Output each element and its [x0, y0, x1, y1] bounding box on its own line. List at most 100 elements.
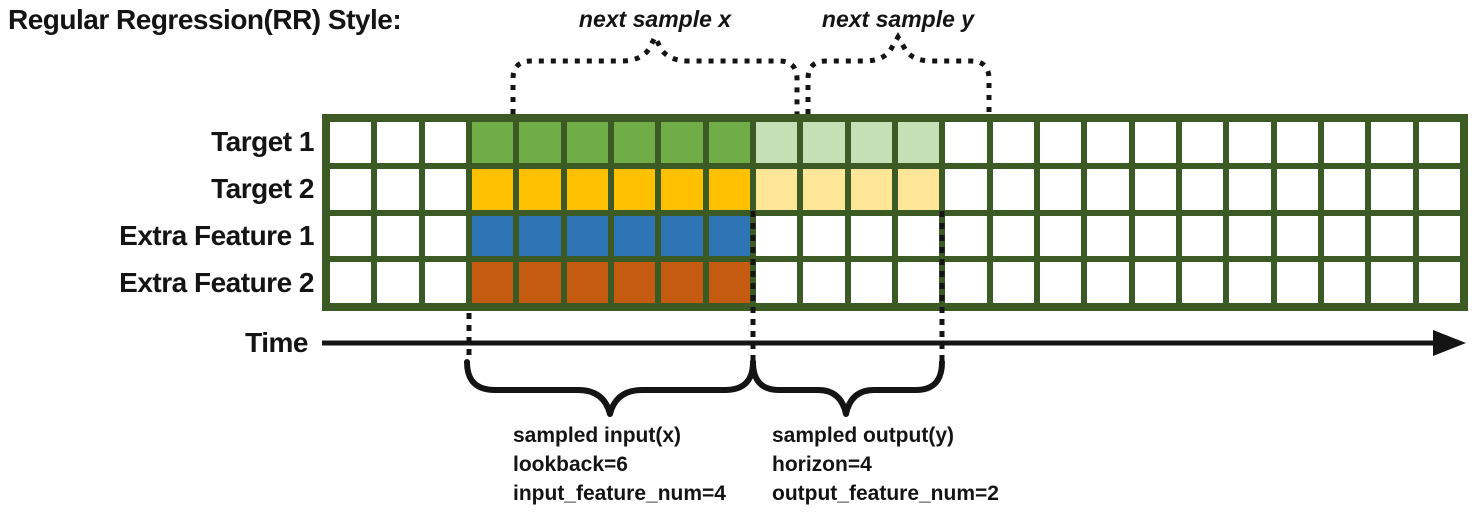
grid-cell	[424, 168, 466, 210]
grid-cell	[945, 262, 987, 303]
grid-cell	[424, 262, 466, 303]
grid-cell	[1134, 262, 1176, 303]
grid-cell	[1134, 122, 1176, 163]
input-feature-num-value: input_feature_num=4	[513, 482, 726, 505]
grid-cell	[803, 262, 845, 303]
grid-cell	[661, 122, 703, 163]
grid-cell	[1371, 122, 1413, 163]
grid-cell	[850, 262, 892, 303]
grid-cell	[1087, 168, 1129, 210]
grid-cell	[519, 215, 561, 257]
grid-cell	[471, 168, 514, 210]
sampled-output-title: sampled output(y)	[772, 424, 954, 447]
grid-cell	[471, 122, 514, 163]
row-label-extra-feature-2: Extra Feature 2	[119, 267, 314, 298]
next-sample-y-brace	[805, 32, 992, 114]
grid-cell	[1087, 215, 1129, 257]
grid-cell	[1039, 168, 1082, 210]
grid-cell	[424, 215, 466, 257]
row-label-extra-feature-1: Extra Feature 1	[119, 220, 314, 251]
grid-cell	[992, 262, 1034, 303]
grid-cell	[1087, 122, 1129, 163]
grid-cell	[661, 262, 703, 303]
row-label-target-2: Target 2	[211, 173, 314, 204]
grid-cell	[992, 215, 1034, 257]
grid-cell	[897, 168, 940, 210]
grid-cell	[803, 215, 845, 257]
lookback-value: lookback=6	[513, 453, 628, 476]
grid-cell	[377, 122, 419, 163]
grid-cell	[897, 215, 940, 257]
grid-cell	[850, 122, 892, 163]
grid-cell	[1276, 215, 1318, 257]
grid-cell	[1323, 262, 1366, 303]
grid-cell	[850, 215, 892, 257]
grid-cell	[377, 215, 419, 257]
grid-cell	[1229, 168, 1271, 210]
grid-cell	[1181, 215, 1224, 257]
grid-cell	[897, 122, 940, 163]
grid-cell	[1181, 262, 1224, 303]
grid-cell	[1181, 168, 1224, 210]
sampled-input-title: sampled input(x)	[513, 424, 682, 447]
grid-cell	[566, 262, 608, 303]
grid-cell	[566, 215, 608, 257]
grid-cell	[1276, 168, 1318, 210]
grid-cell	[1418, 215, 1460, 257]
sampled-output-annotation: sampled output(y) horizon=4 output_featu…	[772, 421, 999, 508]
grid-cell	[1229, 122, 1271, 163]
grid-cell	[1181, 122, 1224, 163]
grid-cell	[1039, 215, 1082, 257]
grid-cell	[708, 262, 750, 303]
grid-cell	[377, 262, 419, 303]
time-label: Time	[245, 327, 308, 358]
grid-cell	[897, 262, 940, 303]
grid-cell	[708, 168, 750, 210]
grid-cell	[330, 122, 372, 163]
grid-cell	[1418, 168, 1460, 210]
diagram-title: Regular Regression(RR) Style:	[8, 4, 402, 35]
output-feature-num-value: output_feature_num=2	[772, 482, 999, 505]
grid-cell	[755, 168, 798, 210]
grid-cell	[566, 122, 608, 163]
grid-cell	[471, 262, 514, 303]
grid-cell	[613, 122, 656, 163]
grid-cell	[1323, 122, 1366, 163]
sampled-input-brace	[464, 359, 756, 417]
grid-cell	[708, 215, 750, 257]
grid-cell	[566, 168, 608, 210]
grid-cell	[613, 168, 656, 210]
grid-cell	[1371, 215, 1413, 257]
horizon-value: horizon=4	[772, 453, 872, 476]
grid-cell	[377, 168, 419, 210]
grid-cell	[1418, 122, 1460, 163]
grid-cell	[613, 215, 656, 257]
grid-cell	[471, 215, 514, 257]
row-label-target-1: Target 1	[211, 126, 314, 157]
grid-cell	[1323, 215, 1366, 257]
grid-cell	[519, 262, 561, 303]
grid-cell	[661, 168, 703, 210]
grid-cell	[1418, 262, 1460, 303]
grid-cell	[330, 262, 372, 303]
sampled-input-annotation: sampled input(x) lookback=6 input_featur…	[513, 421, 726, 508]
grid-cell	[1371, 168, 1413, 210]
grid-cell	[755, 215, 798, 257]
grid-cell	[1134, 215, 1176, 257]
time-axis-arrowhead	[1433, 330, 1466, 356]
grid-cell	[1039, 122, 1082, 163]
grid-cell	[1039, 262, 1082, 303]
grid-cell	[424, 122, 466, 163]
grid-cell	[1229, 215, 1271, 257]
grid-cell	[519, 122, 561, 163]
grid-cell	[945, 122, 987, 163]
grid-cell	[1087, 262, 1129, 303]
grid-cell	[1323, 168, 1366, 210]
grid-cell	[803, 122, 845, 163]
sample-grid	[322, 114, 1468, 311]
grid-cell	[945, 215, 987, 257]
grid-cell	[755, 122, 798, 163]
grid-cell	[613, 262, 656, 303]
grid-cell	[755, 262, 798, 303]
